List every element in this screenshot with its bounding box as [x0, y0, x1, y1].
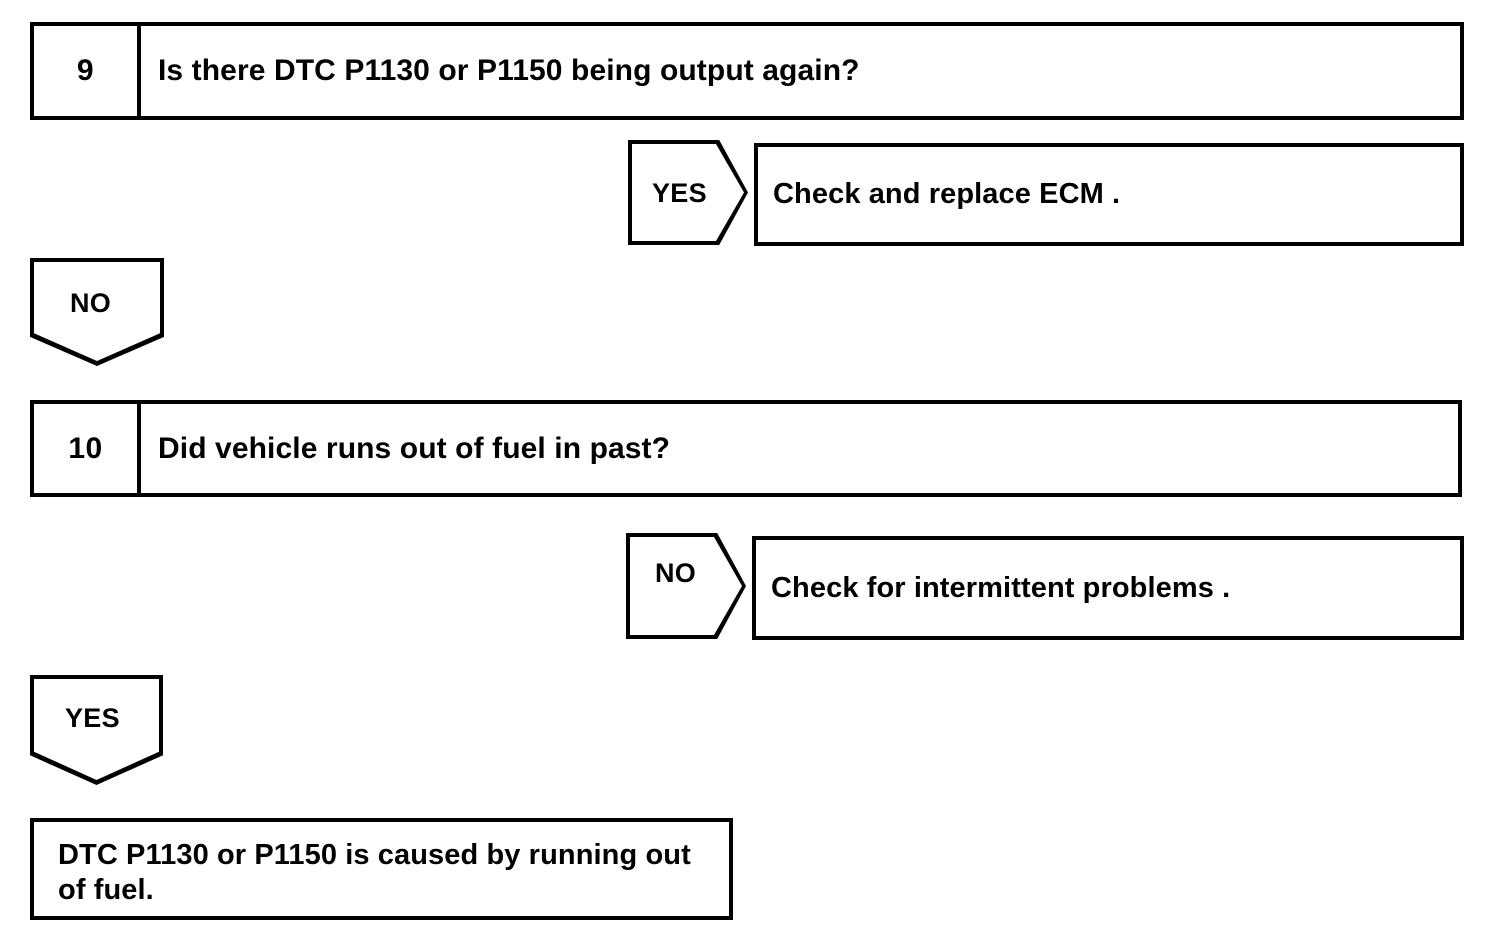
branch-connector-yes-step10: [30, 675, 163, 785]
branch-label-yes-step10: YES: [65, 703, 120, 733]
branch-connector-no-step10: [626, 533, 746, 639]
branch-connector-yes-step9: [628, 140, 748, 245]
result-box-check-replace-ecm: Check and replace ECM .: [754, 143, 1464, 246]
connector-face: [632, 144, 744, 241]
step-question-9: Is there DTC P1130 or P1150 being output…: [158, 54, 860, 87]
branch-label-no-step10: NO: [655, 558, 697, 588]
branch-label-no-step9: NO: [70, 288, 112, 318]
step-question-10: Did vehicle runs out of fuel in past?: [158, 431, 671, 465]
conclusion-box: DTC P1130 or P1150 is caused by running …: [30, 818, 733, 920]
step-number-9: 9: [34, 26, 141, 116]
step-number-10: 10: [34, 404, 141, 493]
branch-label-yes-step9: YES: [652, 178, 707, 208]
result-box-check-intermittent-problems: Check for intermittent problems .: [752, 536, 1464, 640]
connector-face: [630, 537, 742, 635]
step-row-9: 9 Is there DTC P1130 or P1150 being outp…: [30, 22, 1464, 120]
step-row-10: 10 Did vehicle runs out of fuel in past?: [30, 400, 1462, 497]
